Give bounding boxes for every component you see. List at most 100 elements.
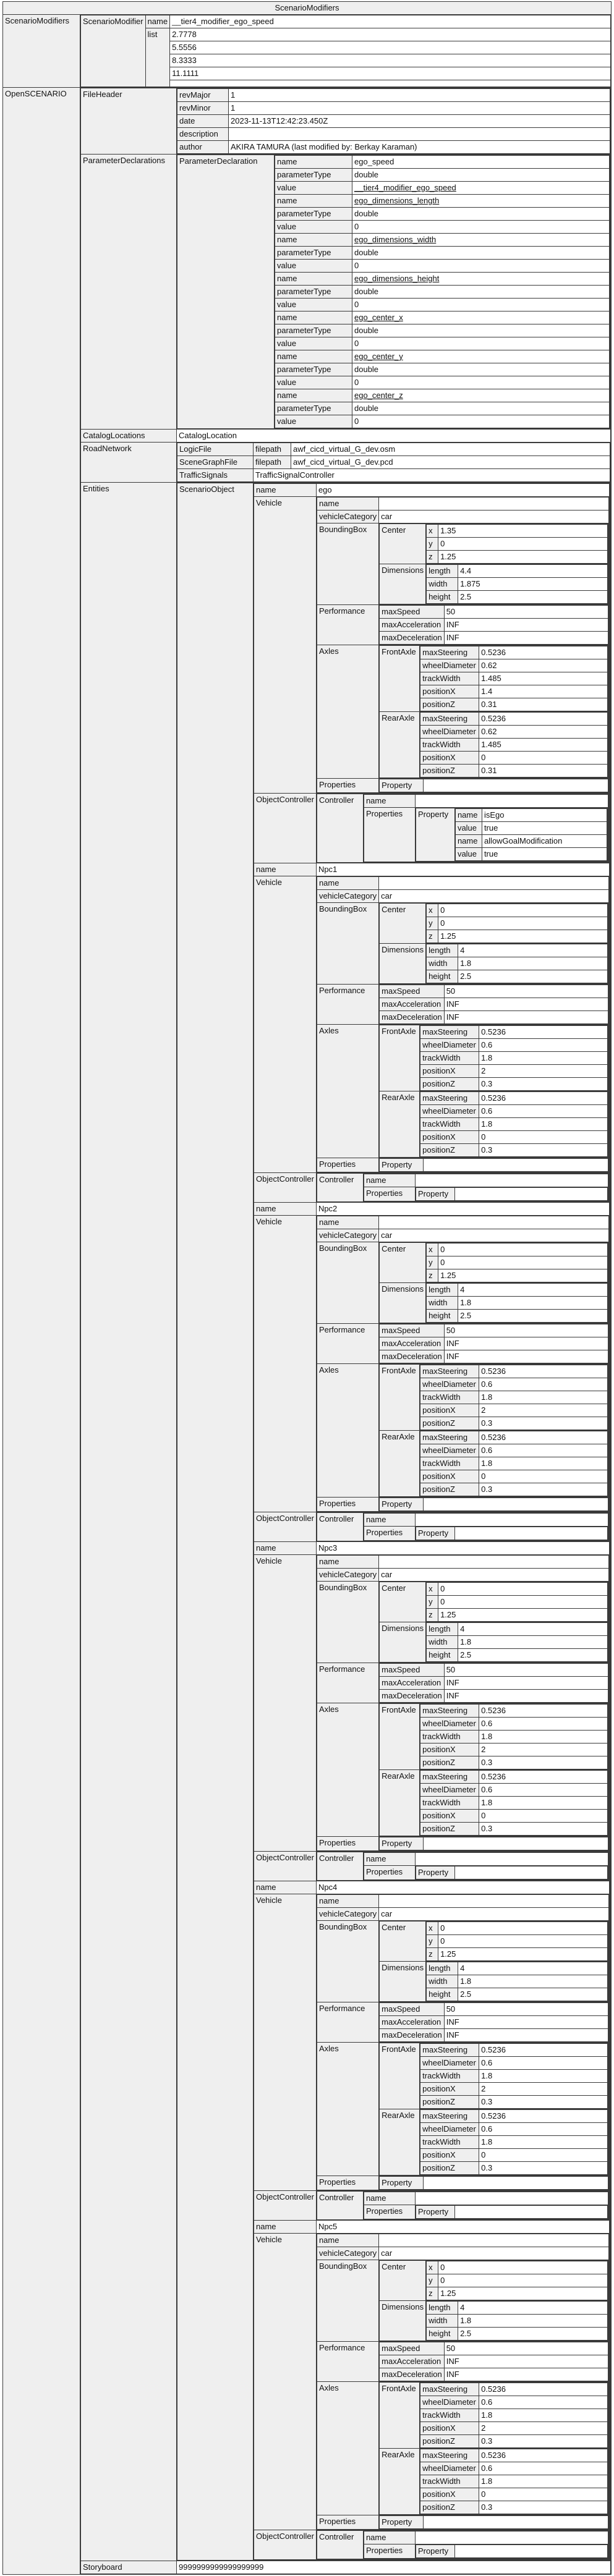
center-y-value: 0 <box>438 537 608 551</box>
center-y-value: 0 <box>438 1256 608 1269</box>
performance-key: Performance <box>316 604 380 645</box>
parameter-field-value: ego_center_y <box>352 350 610 363</box>
performance-maxAcceleration-value: INF <box>443 2355 609 2368</box>
parameter-field-value: ego_center_x <box>352 311 610 324</box>
rear-axle-positionX-value: 0 <box>479 751 608 765</box>
dimensions-width-key: width <box>426 1296 459 1310</box>
parameter-field-key: name <box>275 194 352 208</box>
dimensions-key: Dimensions <box>379 564 427 604</box>
dimensions-width-key: width <box>426 957 459 970</box>
modifier-name-key: name <box>145 15 171 28</box>
performance-maxAcceleration-key: maxAcceleration <box>379 2355 445 2368</box>
object-name-key: name <box>254 2220 317 2234</box>
vehicle-properties-key: Properties <box>316 1497 380 1512</box>
bounding-box-key: BoundingBox <box>316 902 380 985</box>
controller-properties-table: Property <box>415 2205 608 2219</box>
object-name-value: ego <box>315 483 610 497</box>
parameter-field-value: double <box>352 207 610 221</box>
front-axle-positionZ-value: 0.3 <box>479 2434 608 2448</box>
parameter-declaration-key: ParameterDeclaration <box>177 155 275 429</box>
vehicle-name-key: name <box>316 497 380 511</box>
performance-maxSpeed-key: maxSpeed <box>379 2342 445 2355</box>
front-axle-positionZ-value: 0.3 <box>479 1417 608 1430</box>
front-axle-maxSteering-value: 0.5236 <box>479 646 608 659</box>
front-axle-key: FrontAxle <box>379 1703 420 1770</box>
rear-axle-positionX-key: positionX <box>420 751 480 765</box>
rear-axle-trackWidth-value: 1.8 <box>479 1117 608 1131</box>
rear-axle-key: RearAxle <box>379 711 420 778</box>
parameter-field-key: parameterType <box>275 363 352 376</box>
scenario-modifiers-table: ScenarioModifier name __tier4_modifier_e… <box>80 15 611 87</box>
controller-property-key: Property <box>415 2544 455 2558</box>
object-name-key: name <box>254 863 317 876</box>
controller-property-field-value: isEgo <box>481 808 608 822</box>
axles-key: Axles <box>316 1363 380 1498</box>
rear-axle-positionX-key: positionX <box>420 2488 480 2501</box>
controller-key: Controller <box>316 1173 364 1202</box>
center-z-value: 1.25 <box>438 1947 608 1961</box>
center-z-value: 1.25 <box>438 1608 608 1622</box>
controller-properties-cell: Property <box>414 2544 609 2559</box>
parameter-field-value: 0 <box>352 337 610 350</box>
controller-properties-table: Property <box>415 1866 608 1879</box>
controller-key: Controller <box>316 2191 364 2220</box>
controller-property-key: Property <box>415 1187 455 1201</box>
parameter-field-value: 0 <box>352 415 610 428</box>
performance-maxDeceleration-key: maxDeceleration <box>379 1689 445 1703</box>
parameter-field-key: parameterType <box>275 285 352 299</box>
rear-axle-maxSteering-value: 0.5236 <box>479 1770 608 1784</box>
center-y-value: 0 <box>438 1934 608 1948</box>
rear-axle-positionZ-value: 0.31 <box>479 764 608 777</box>
controller-key: Controller <box>316 2530 364 2559</box>
scene-graph-filepath-value: awf_cicd_virtual_G_dev.pcd <box>291 455 610 469</box>
object-name-value: Npc3 <box>315 1541 610 1555</box>
rear-axle-wheelDiameter-key: wheelDiameter <box>420 2122 480 2136</box>
rear-axle-maxSteering-value: 0.5236 <box>479 712 608 726</box>
front-axle-wheelDiameter-value: 0.6 <box>479 1717 608 1731</box>
front-axle-positionX-value: 2 <box>479 1064 608 1078</box>
dimensions-key: Dimensions <box>379 1961 427 2002</box>
controller-properties-key: Properties <box>363 807 416 862</box>
dimensions-length-value: 4 <box>458 944 608 957</box>
axles-key: Axles <box>316 645 380 779</box>
front-axle-positionZ-value: 0.3 <box>479 1077 608 1091</box>
dimensions-width-value: 1.8 <box>458 1296 608 1310</box>
dimensions-width-value: 1.8 <box>458 2314 608 2328</box>
front-axle-positionZ-key: positionZ <box>420 2434 480 2448</box>
rear-axle-wheelDiameter-key: wheelDiameter <box>420 1104 480 1118</box>
rear-axle-wheelDiameter-value: 0.62 <box>479 725 608 739</box>
file-header-field-key: revMajor <box>177 88 229 102</box>
object-controller-key: ObjectController <box>254 1172 317 1203</box>
rear-axle-trackWidth-value: 1.8 <box>479 2475 608 2488</box>
rear-axle-wheelDiameter-key: wheelDiameter <box>420 725 480 739</box>
dimensions-height-value: 2.5 <box>458 1648 608 1662</box>
vehicle-key: Vehicle <box>254 1554 317 1852</box>
vehicle-name-key: name <box>316 876 380 890</box>
controller-property-value <box>454 2205 608 2219</box>
vehicle-property-key: Property <box>379 1158 424 1172</box>
vehicle-category-key: vehicleCategory <box>316 1907 380 1921</box>
dimensions-width-value: 1.8 <box>458 957 608 970</box>
performance-key: Performance <box>316 2341 380 2382</box>
front-axle-positionX-key: positionX <box>420 2082 480 2096</box>
